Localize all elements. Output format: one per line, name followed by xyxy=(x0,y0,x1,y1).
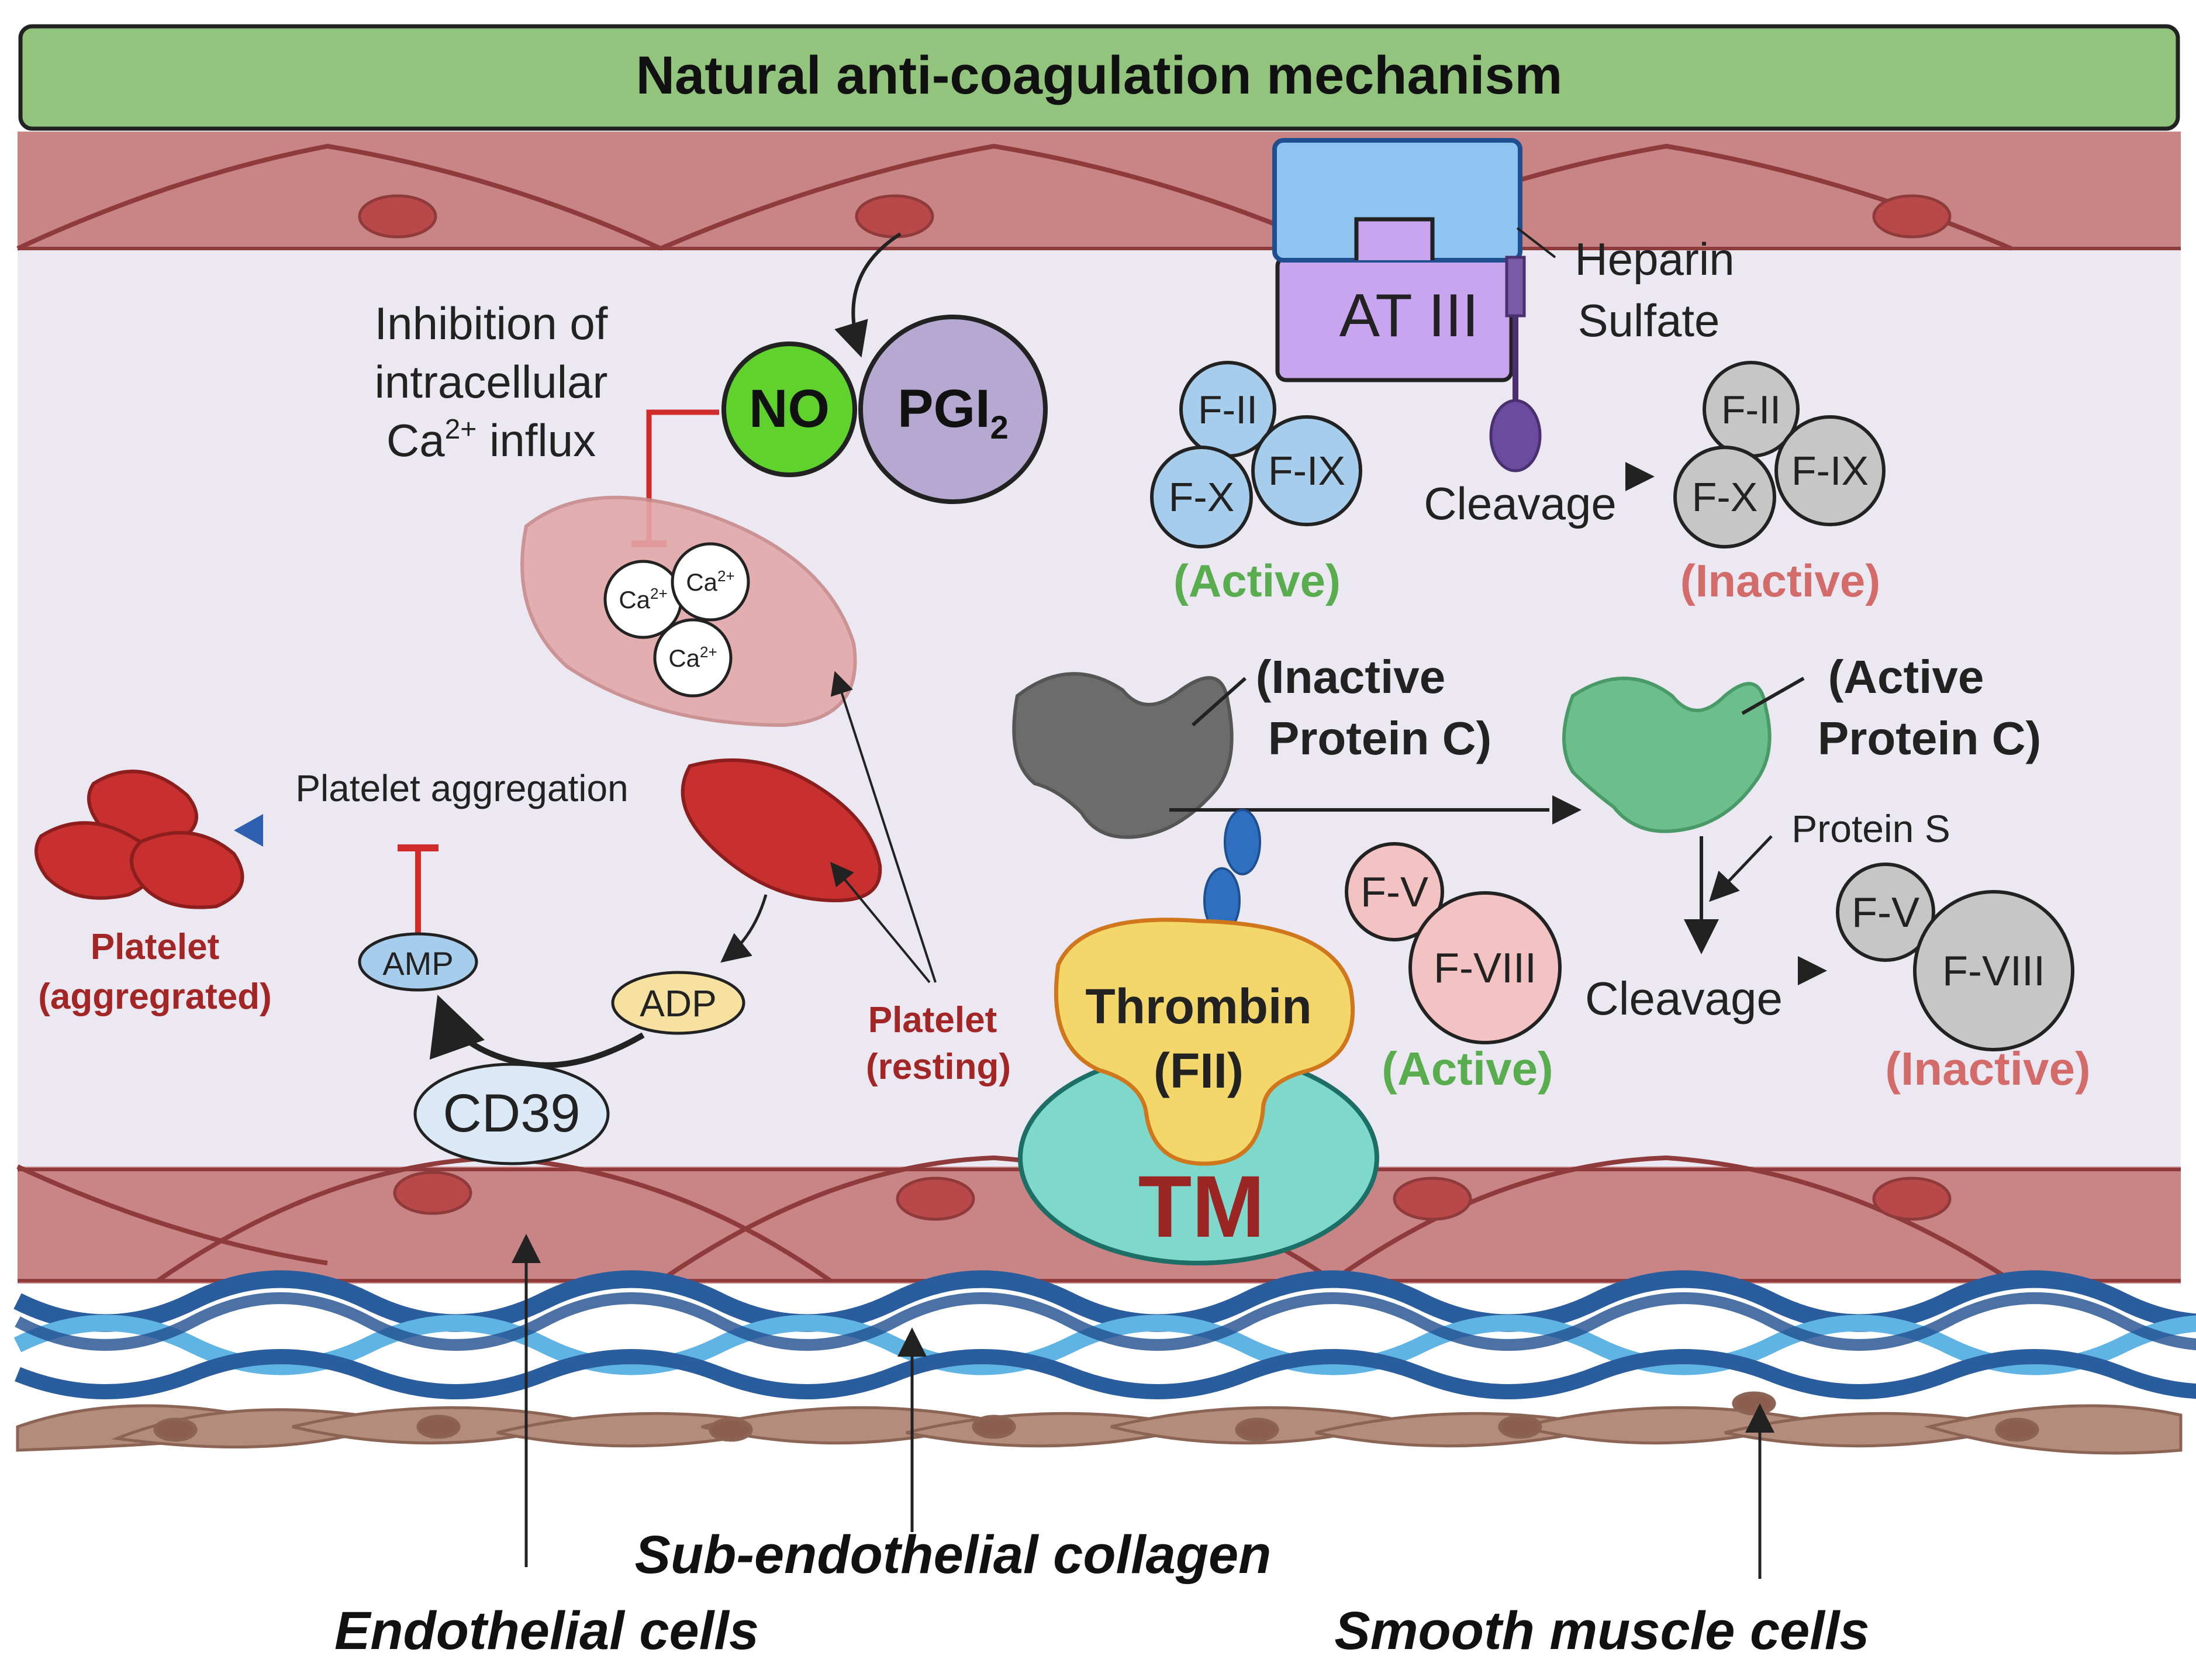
svg-text:ADP: ADP xyxy=(640,982,717,1024)
svg-text:Inhibition of: Inhibition of xyxy=(375,298,608,349)
svg-text:Sulfate: Sulfate xyxy=(1578,295,1720,346)
arrow-platelet-to-adp xyxy=(720,894,768,963)
svg-text:TM: TM xyxy=(1138,1157,1265,1255)
svg-text:(Active: (Active xyxy=(1828,651,1984,703)
svg-text:Ca2+: Ca2+ xyxy=(668,643,717,672)
svg-text:F-VIII: F-VIII xyxy=(1434,945,1536,992)
svg-text:Heparin: Heparin xyxy=(1575,233,1734,285)
pc-inactive-label: (Inactive) xyxy=(1885,1043,2090,1095)
svg-text:Ca2+: Ca2+ xyxy=(619,585,667,613)
collagen-label: Sub-endothelial collagen xyxy=(635,1525,1272,1585)
factor-fv-inactive: F-V xyxy=(1836,863,1935,962)
at-active-label: (Active) xyxy=(1173,555,1341,606)
svg-text:CD39: CD39 xyxy=(443,1084,580,1143)
factor-fii-active: F-II xyxy=(1179,361,1276,458)
svg-text:Protein C): Protein C) xyxy=(1268,712,1491,764)
svg-text:Ca2+: Ca2+ xyxy=(686,567,734,596)
endothelial-label: Endothelial cells xyxy=(334,1601,759,1661)
at-inactive-label: (Inactive) xyxy=(1680,555,1880,606)
platelets-aggregated xyxy=(34,770,244,909)
svg-text:Platelet: Platelet xyxy=(868,1000,997,1040)
factor-fx-active: F-X xyxy=(1150,446,1253,548)
inhibition-label: Inhibition of intracellular Ca2+ influx xyxy=(375,298,608,466)
svg-text:(Inactive: (Inactive xyxy=(1256,651,1446,703)
active-protein-c: (Active Protein C) xyxy=(1562,651,2041,833)
at-cleavage-label: Cleavage xyxy=(1424,478,1617,529)
pgi2-circle: PGI2 xyxy=(858,315,1048,504)
svg-text:F-IX: F-IX xyxy=(1268,448,1345,494)
svg-text:F-V: F-V xyxy=(1852,889,1919,936)
factor-fii-inactive: F-II xyxy=(1703,361,1800,458)
arrow-adp-to-amp xyxy=(429,995,645,1068)
arrow-endothelium-to-no xyxy=(834,232,902,358)
platelet-aggregated-label: Platelet (aggregrated) xyxy=(38,927,272,1017)
svg-text:(aggregrated): (aggregrated) xyxy=(38,977,272,1017)
thrombin: Thrombin (FII) xyxy=(1054,917,1355,1166)
factor-fviii-active: F-VIII xyxy=(1408,891,1562,1044)
svg-text:intracellular: intracellular xyxy=(375,356,608,408)
svg-text:AMP: AMP xyxy=(382,945,453,982)
svg-text:Platelet: Platelet xyxy=(91,927,220,967)
svg-text:NO: NO xyxy=(749,379,830,439)
inactive-protein-c: (Inactive Protein C) xyxy=(1012,651,1491,839)
smooth-muscle-layer xyxy=(16,1391,2183,1455)
svg-text:Ca2+ influx: Ca2+ influx xyxy=(386,414,596,466)
platelet-with-calcium: Ca2+ Ca2+ Ca2+ xyxy=(520,495,857,727)
svg-text:F-X: F-X xyxy=(1169,474,1235,520)
platelet-resting-label: Platelet (resting) xyxy=(866,1000,1011,1087)
no-circle: NO xyxy=(721,341,857,477)
svg-text:F-V: F-V xyxy=(1361,869,1428,916)
pc-cleavage-label: Cleavage xyxy=(1585,972,1783,1024)
heparin-sulfate: Heparin Sulfate xyxy=(1489,227,1735,472)
at3-complex: AT III xyxy=(1272,138,1522,382)
cd39-ellipse: CD39 xyxy=(413,1062,610,1165)
svg-text:PGI2: PGI2 xyxy=(897,379,1009,446)
svg-text:F-II: F-II xyxy=(1721,388,1781,432)
smooth-muscle-label: Smooth muscle cells xyxy=(1334,1601,1869,1661)
pc-active-label: (Active) xyxy=(1382,1043,1553,1095)
factor-fviii-inactive: F-VIII xyxy=(1913,890,2074,1051)
factor-fx-inactive: F-X xyxy=(1673,446,1776,548)
adp-ellipse: ADP xyxy=(611,971,745,1035)
factor-fv-active: F-V xyxy=(1345,842,1444,941)
top-endothelium xyxy=(16,132,2181,251)
svg-text:F-II: F-II xyxy=(1198,388,1258,432)
factor-fix-active: F-IX xyxy=(1251,415,1362,526)
protein-s-label: Protein S xyxy=(1791,807,1950,850)
svg-text:F-VIII: F-VIII xyxy=(1942,948,2045,995)
factor-fix-inactive: F-IX xyxy=(1774,415,1886,526)
svg-text:AT III: AT III xyxy=(1339,282,1479,350)
diagram-title: Natural anti-coagulation mechanism xyxy=(636,46,1563,105)
svg-text:Thrombin: Thrombin xyxy=(1085,979,1311,1034)
svg-text:F-X: F-X xyxy=(1692,474,1758,520)
platelet-aggregation-label: Platelet aggregation xyxy=(295,767,628,809)
title-bar: Natural anti-coagulation mechanism xyxy=(18,24,2180,131)
svg-text:(resting): (resting) xyxy=(866,1047,1011,1087)
svg-text:F-IX: F-IX xyxy=(1791,448,1869,494)
svg-text:(FII): (FII) xyxy=(1154,1043,1244,1098)
amp-ellipse: AMP xyxy=(358,932,478,992)
svg-text:Protein C): Protein C) xyxy=(1818,712,2041,764)
collagen-fibers xyxy=(13,1270,2196,1399)
